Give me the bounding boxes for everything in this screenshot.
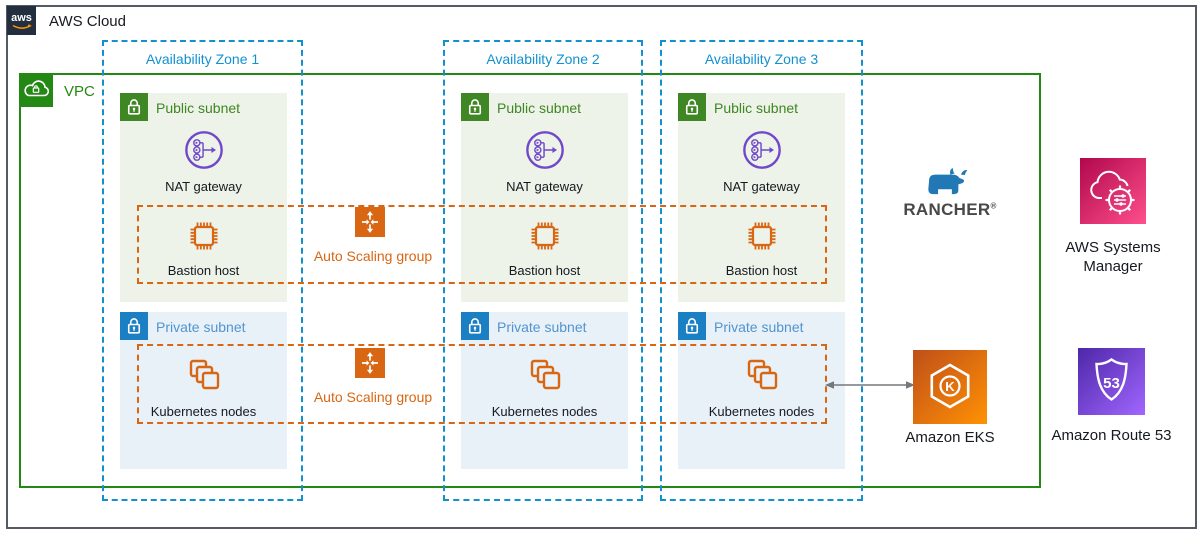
az2-private-subnet: Private subnet Kubernetes nodes	[461, 312, 628, 469]
auto-scaling-group-icon	[355, 348, 385, 378]
rancher-label: RANCHER®	[895, 200, 1005, 220]
bastion-host-label: Bastion host	[725, 263, 798, 278]
kubernetes-nodes-label: Kubernetes nodes	[150, 404, 257, 419]
az3-label: Availability Zone 3	[704, 51, 819, 67]
auto-scaling-group-icon	[355, 207, 385, 237]
bastion-host-label: Bastion host	[167, 263, 240, 278]
auto-scaling-group-k8s-border	[137, 344, 827, 424]
availability-zone-3: Availability Zone 3 Public subnet NAT ga…	[660, 40, 863, 501]
amazon-eks-icon: K	[913, 350, 987, 424]
az1-public-subnet: Public subnet NAT gateway Bastion host	[120, 93, 287, 302]
eks-connection-arrow	[825, 378, 915, 397]
nat-gateway-label: NAT gateway	[165, 179, 242, 194]
public-subnet-lock-icon	[461, 93, 489, 121]
nat-gateway-icon	[183, 129, 225, 171]
public-subnet-lock-icon	[678, 93, 706, 121]
kubernetes-nodes-label: Kubernetes nodes	[708, 404, 815, 419]
availability-zone-2: Availability Zone 2 Public subnet NAT ga…	[443, 40, 643, 501]
rancher-bull-icon	[921, 167, 973, 200]
auto-scaling-group-label: Auto Scaling group	[313, 389, 433, 405]
public-subnet-label: Public subnet	[714, 100, 799, 116]
public-subnet-lock-icon	[120, 93, 148, 121]
vpc-icon	[19, 73, 53, 107]
availability-zone-1: Availability Zone 1 Public subnet NAT ga…	[102, 40, 303, 501]
eks-monogram: K	[945, 379, 955, 394]
nat-gateway-icon	[524, 129, 566, 171]
nat-gateway-label: NAT gateway	[506, 179, 583, 194]
aws-systems-manager-label: AWS Systems Manager	[1065, 239, 1161, 275]
private-subnet-lock-icon	[120, 312, 148, 340]
nat-gateway-icon	[741, 129, 783, 171]
private-subnet-label: Private subnet	[497, 319, 587, 335]
private-subnet-label: Private subnet	[156, 319, 246, 335]
az1-label: Availability Zone 1	[145, 51, 260, 67]
az1-private-subnet: Private subnet Kubernetes nodes	[120, 312, 287, 469]
az2-public-subnet: Public subnet NAT gateway Bastion host	[461, 93, 628, 302]
nat-gateway-label: NAT gateway	[723, 179, 800, 194]
amazon-route53-label: Amazon Route 53	[1051, 427, 1172, 444]
aws-logo-text: aws	[11, 12, 32, 24]
az2-label: Availability Zone 2	[486, 51, 600, 67]
vpc-group-border	[19, 73, 1041, 488]
private-subnet-lock-icon	[461, 312, 489, 340]
public-subnet-label: Public subnet	[156, 100, 241, 116]
aws-cloud-label: AWS Cloud	[49, 13, 126, 30]
amazon-eks-label: Amazon EKS	[905, 429, 995, 446]
bastion-host-label: Bastion host	[508, 263, 581, 278]
aws-logo-icon: aws	[7, 6, 36, 35]
kubernetes-nodes-label: Kubernetes nodes	[491, 404, 598, 419]
private-subnet-lock-icon	[678, 312, 706, 340]
amazon-route53-icon: 53	[1078, 348, 1145, 415]
route53-shield-number: 53	[1103, 375, 1120, 392]
az3-public-subnet: Public subnet NAT gateway Bastion host	[678, 93, 845, 302]
private-subnet-label: Private subnet	[714, 319, 804, 335]
auto-scaling-group-bastion-border	[137, 205, 827, 284]
aws-cloud-group-border	[6, 5, 1197, 529]
rancher-trademark: ®	[990, 201, 997, 211]
vpc-label: VPC	[64, 83, 95, 100]
public-subnet-label: Public subnet	[497, 100, 582, 116]
az3-private-subnet: Private subnet Kubernetes nodes	[678, 312, 845, 469]
rancher-wordmark: RANCHER	[903, 200, 991, 219]
aws-systems-manager-icon	[1080, 158, 1146, 224]
auto-scaling-group-label: Auto Scaling group	[313, 248, 433, 264]
